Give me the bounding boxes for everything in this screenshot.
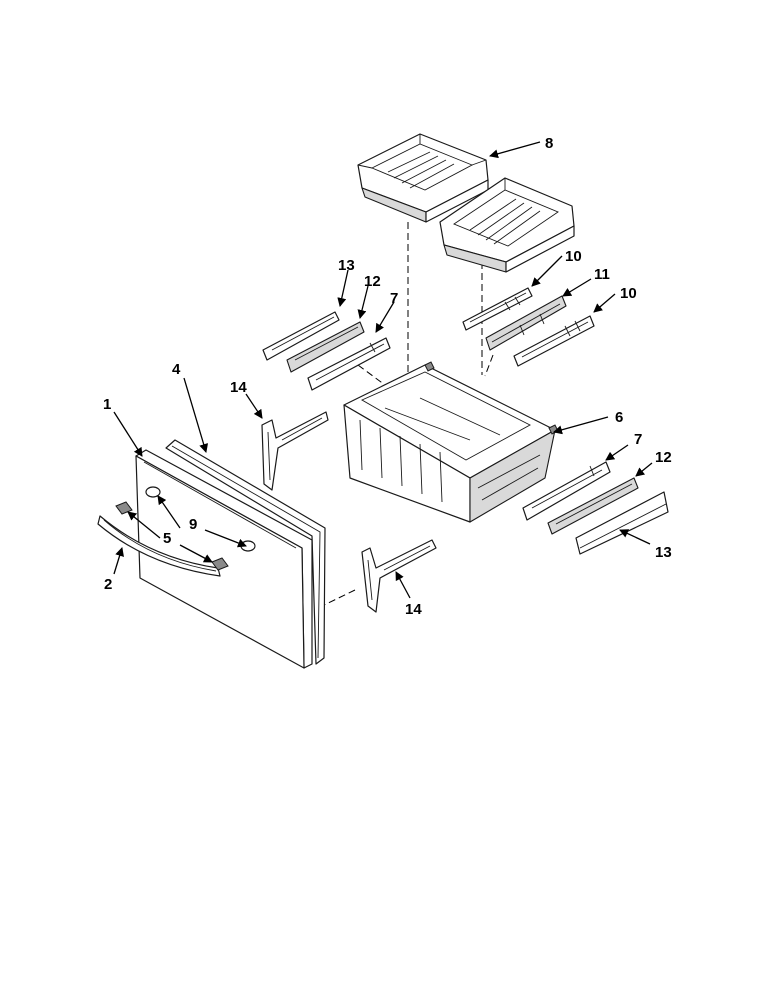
callout-6: 6 xyxy=(615,409,623,426)
rail-10-lower xyxy=(513,315,595,367)
upper-basket-left xyxy=(357,133,489,223)
callout-2: 2 xyxy=(104,576,112,593)
main-basket xyxy=(343,361,559,523)
callout-7-lower: 7 xyxy=(634,431,642,448)
callout-8: 8 xyxy=(545,135,553,152)
bracket-14-upper xyxy=(261,411,329,491)
rail-10-upper xyxy=(462,287,533,331)
bracket-14-lower xyxy=(361,539,437,613)
callout-13-upper: 13 xyxy=(338,257,355,274)
callout-14-lower: 14 xyxy=(405,601,422,618)
callout-11: 11 xyxy=(594,266,610,283)
drawer-handle xyxy=(97,515,221,577)
callout-12-upper: 12 xyxy=(364,273,381,290)
callout-10-lower: 10 xyxy=(620,285,637,302)
callout-7-upper: 7 xyxy=(390,290,398,307)
rail-12-lower xyxy=(547,477,639,535)
rail-7-upper xyxy=(307,337,391,391)
rail-13-lower xyxy=(575,491,669,555)
callout-14-upper: 14 xyxy=(230,379,247,396)
callout-12-lower: 12 xyxy=(655,449,672,466)
callout-4: 4 xyxy=(172,361,181,378)
door-gasket xyxy=(165,439,326,665)
leader-lines xyxy=(113,141,653,599)
standoff-left xyxy=(145,486,161,498)
callout-10-upper: 10 xyxy=(565,248,582,265)
screw-left xyxy=(115,501,133,515)
callout-labels: 8 10 11 10 13 12 7 4 14 1 6 7 12 9 5 13 … xyxy=(103,135,672,618)
standoff-right xyxy=(240,540,256,552)
callout-9: 9 xyxy=(189,516,197,533)
callout-5: 5 xyxy=(163,530,171,547)
callout-1: 1 xyxy=(103,396,111,413)
rail-7-lower xyxy=(522,461,611,521)
rail-11 xyxy=(485,295,567,351)
screw-right xyxy=(211,557,229,571)
rail-12-upper xyxy=(286,321,365,373)
upper-basket-right xyxy=(439,177,575,273)
callout-13-lower: 13 xyxy=(655,544,672,561)
rail-13-upper xyxy=(262,311,340,361)
